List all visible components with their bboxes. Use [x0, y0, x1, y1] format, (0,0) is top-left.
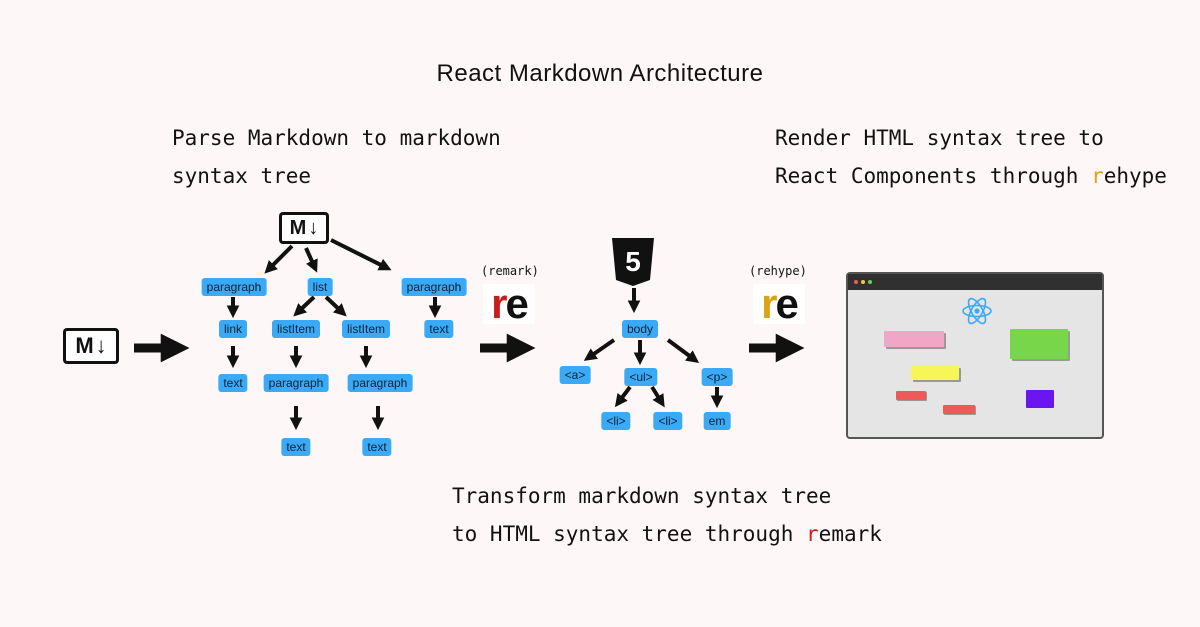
- markdown-arrow-glyph: ↓: [308, 216, 319, 239]
- remark-logo-icon: re: [483, 283, 535, 325]
- arrow-md-list: [304, 247, 318, 273]
- red-block-2: [943, 405, 975, 414]
- mdast-node-listitem-1: listItem: [271, 320, 321, 338]
- green-block: [1010, 329, 1068, 359]
- markdown-m: M: [75, 333, 94, 358]
- arrow-body-a: [583, 338, 616, 361]
- parse-caption: Parse Markdown to markdown syntax tree: [172, 119, 501, 195]
- markdown-root-icon: M↓: [279, 212, 329, 244]
- red-block-1: [896, 391, 926, 400]
- parse-caption-line2: syntax tree: [172, 164, 312, 188]
- markdown-arrow-glyph: ↓: [95, 333, 107, 358]
- arrow-md-paragraph: [264, 244, 294, 274]
- window-maximize-icon: [868, 280, 872, 284]
- mdast-node-paragraph-2: paragraph: [347, 374, 413, 392]
- mdast-node-paragraph-right: paragraph: [401, 278, 467, 296]
- react-icon: [962, 297, 992, 325]
- hast-node-li-2: <li>: [653, 412, 683, 430]
- mdast-node-list: list: [307, 278, 333, 296]
- rehype-r: r: [761, 280, 777, 327]
- diagram-title: React Markdown Architecture: [436, 60, 764, 87]
- mdast-node-text-link: text: [218, 374, 248, 392]
- window-minimize-icon: [861, 280, 865, 284]
- rehype-e: e: [775, 280, 799, 327]
- hast-node-body: body: [621, 320, 659, 338]
- yellow-block: [911, 366, 959, 380]
- mdast-node-listitem-2: listItem: [341, 320, 391, 338]
- transform-caption: Transform markdown syntax tree to HTML s…: [452, 477, 882, 553]
- hast-node-em: em: [703, 412, 731, 430]
- arrow-md-paragraph-right: [330, 238, 392, 271]
- render-caption-text-end: ehype: [1103, 164, 1167, 188]
- render-caption-line2: React Components through rehype: [775, 157, 1167, 195]
- render-caption: Render HTML syntax tree to React Compone…: [775, 119, 1167, 195]
- transform-caption-line2: to HTML syntax tree through remark: [452, 515, 882, 553]
- transform-caption-line1: Transform markdown syntax tree: [452, 484, 832, 508]
- hast-node-p: <p>: [701, 368, 733, 386]
- markdown-m: M: [289, 216, 307, 239]
- mdast-node-link: link: [218, 320, 248, 338]
- arrow-ul-li-2: [650, 385, 665, 408]
- hast-node-a: <a>: [559, 366, 591, 384]
- pink-block: [884, 331, 944, 347]
- markdown-icon: M↓: [63, 328, 119, 364]
- browser-window: [846, 272, 1104, 439]
- rehype-logo-icon: re: [753, 283, 805, 325]
- parse-caption-line1: Parse Markdown to markdown: [172, 126, 501, 150]
- purple-block: [1026, 390, 1054, 408]
- rehype-highlight: r: [1091, 164, 1104, 188]
- hast-node-li-1: <li>: [601, 412, 631, 430]
- render-caption-text: React Components through: [775, 164, 1092, 188]
- arrow-ul-li: [614, 385, 632, 408]
- mdast-node-text-1: text: [281, 438, 311, 456]
- remark-e: e: [505, 280, 529, 327]
- arrow-body-p: [666, 338, 700, 364]
- arrow-list-listitem: [293, 295, 316, 317]
- remark-highlight: r: [806, 522, 819, 546]
- arrow-list-listitem-2: [324, 295, 347, 317]
- html5-digit: 5: [625, 246, 641, 277]
- remark-label: (remark): [481, 264, 539, 278]
- mdast-node-text-right: text: [424, 320, 454, 338]
- browser-title-bar: [848, 274, 1102, 290]
- remark-r: r: [491, 280, 507, 327]
- rehype-label: (rehype): [749, 264, 807, 278]
- mdast-node-text-2: text: [362, 438, 392, 456]
- hast-node-ul: <ul>: [624, 368, 658, 386]
- mdast-node-paragraph-1: paragraph: [263, 374, 329, 392]
- window-close-icon: [854, 280, 858, 284]
- transform-caption-text-end: emark: [818, 522, 882, 546]
- render-caption-line1: Render HTML syntax tree to: [775, 126, 1104, 150]
- mdast-node-paragraph: paragraph: [201, 278, 267, 296]
- html5-icon: 5: [612, 238, 654, 286]
- transform-caption-text: to HTML syntax tree through: [452, 522, 807, 546]
